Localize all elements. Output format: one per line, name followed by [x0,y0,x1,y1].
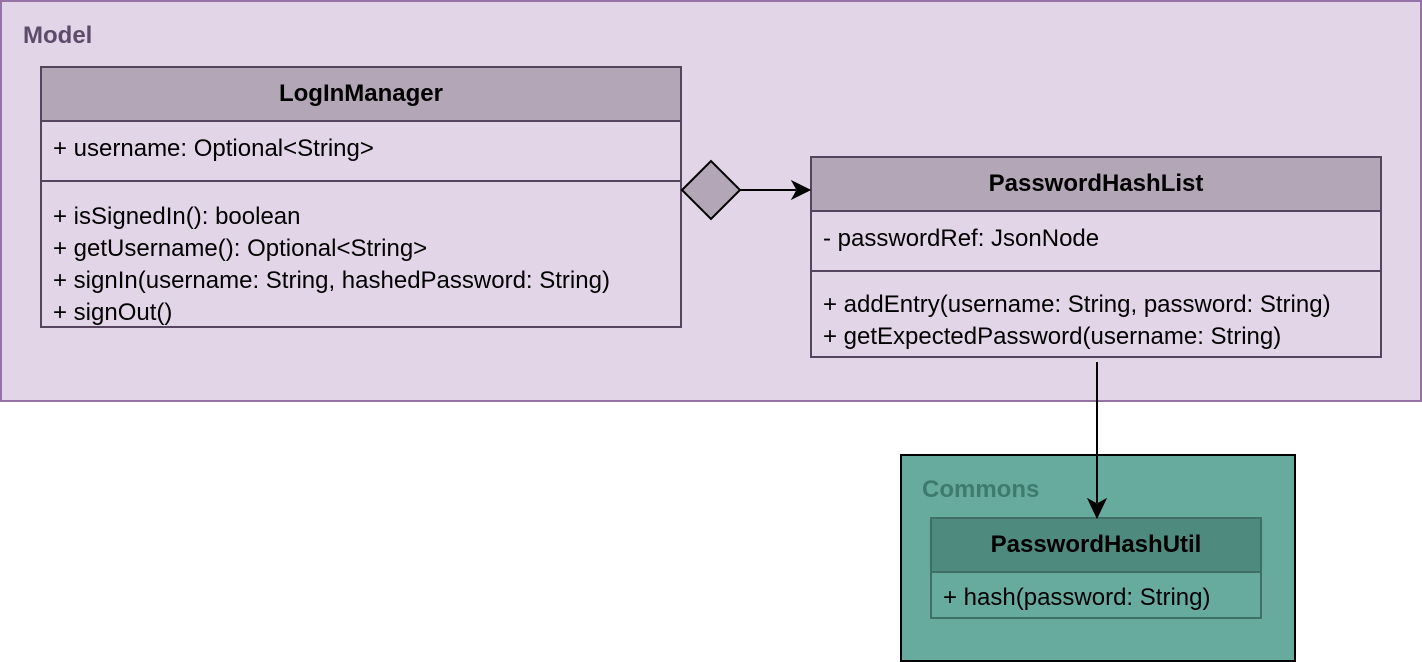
password-hash-list-operations: + addEntry(username: String, password: S… [812,272,1380,353]
password-hash-list-class: PasswordHashList - passwordRef: JsonNode… [810,156,1382,358]
password-hash-util-class-name: PasswordHashUtil [932,519,1260,573]
operation: + signIn(username: String, hashedPasswor… [53,267,610,294]
commons-package-label: Commons [922,476,1040,503]
password-hash-list-class-name: PasswordHashList [812,158,1380,212]
operation: + getExpectedPassword(username: String) [823,323,1282,350]
login-manager-attributes: + username: Optional<String> [42,122,680,182]
login-manager-class-name: LogInManager [42,68,680,122]
model-package-label: Model [23,22,93,49]
operation: + hash(password: String) [943,584,1211,611]
attribute: - passwordRef: JsonNode [823,225,1100,252]
login-manager-operations: + isSignedIn(): boolean + getUsername():… [42,182,680,329]
login-manager-class: LogInManager + username: Optional<String… [40,66,682,328]
password-hash-util-class: PasswordHashUtil + hash(password: String… [930,517,1262,619]
operation: + addEntry(username: String, password: S… [823,291,1331,318]
attribute: + username: Optional<String> [53,135,374,162]
operation: + getUsername(): Optional<String> [53,235,428,262]
operation: + isSignedIn(): boolean [53,203,301,230]
password-hash-list-attributes: - passwordRef: JsonNode [812,212,1380,272]
password-hash-util-operations: + hash(password: String) [932,573,1260,614]
operation: + signOut() [53,299,173,326]
